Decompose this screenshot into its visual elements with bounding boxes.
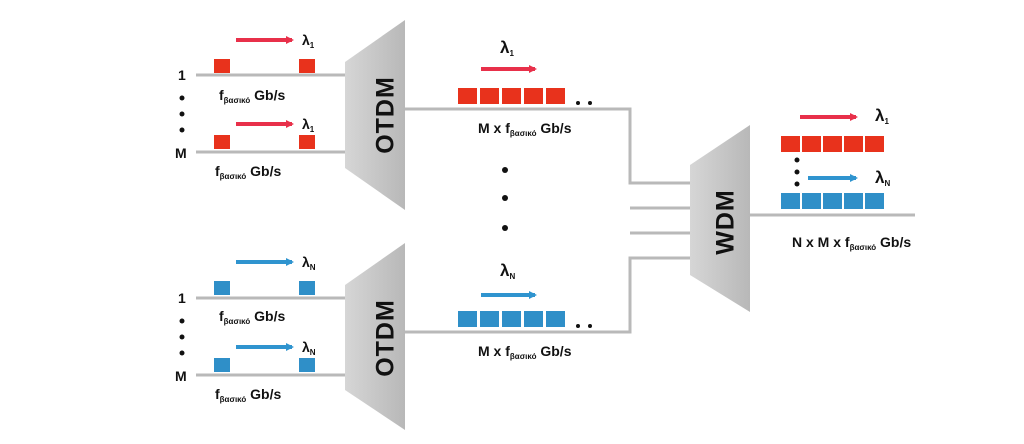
pulse (458, 88, 477, 104)
otdm-top-group: λ1 λ1 1 M fβασικό Gb/s fβασικό Gb/s OTDM… (175, 20, 692, 210)
ellipsis-dot (502, 225, 508, 231)
pulse (214, 135, 230, 149)
pulse (865, 136, 884, 152)
pulse (214, 358, 230, 372)
pulse (865, 193, 884, 209)
ellipsis-dot (179, 127, 185, 133)
lambda-label: λN (500, 261, 515, 281)
ellipsis-dot (576, 324, 580, 328)
input-index-first: 1 (178, 290, 186, 306)
otdm-label: OTDM (372, 299, 400, 377)
pulse (802, 136, 821, 152)
lambda-label: λ1 (875, 106, 889, 126)
otdm-multiplexer (345, 243, 405, 430)
pulse (502, 311, 521, 327)
ellipsis-dot (179, 318, 185, 324)
pulse (546, 88, 565, 104)
wdm-group: WDM λ1 λN N x M x fβασικό Gb/s (630, 106, 915, 312)
pulse (524, 311, 543, 327)
pulse (480, 311, 499, 327)
pulse (458, 311, 477, 327)
wdm-label: WDM (712, 189, 740, 254)
pulse (214, 59, 230, 73)
rate-label: fβασικό Gb/s (215, 163, 281, 181)
input-index-first: 1 (178, 67, 186, 83)
otdm-label: OTDM (372, 76, 400, 154)
wdm-multiplexer (690, 125, 750, 312)
pulse (781, 193, 800, 209)
ellipsis-dot (179, 334, 185, 340)
pulse (299, 358, 315, 372)
ellipsis-dot (179, 111, 185, 117)
ellipsis-dot (576, 101, 580, 105)
ellipsis-dot (588, 324, 592, 328)
lambda-label: λN (302, 339, 316, 357)
ellipsis-dot (502, 167, 508, 173)
rate-label: fβασικό Gb/s (215, 386, 281, 404)
lambda-label: λN (302, 254, 316, 272)
pulse (546, 311, 565, 327)
output-rate-label: N x M x fβασικό Gb/s (792, 234, 911, 252)
lambda-label: λ1 (302, 32, 315, 50)
pulse (802, 193, 821, 209)
output-rate-label: M x fβασικό Gb/s (478, 120, 572, 138)
pulse (299, 135, 315, 149)
pulse (844, 136, 863, 152)
rate-label: fβασικό Gb/s (219, 87, 285, 105)
input-index-last: M (175, 145, 187, 161)
ellipsis-dot (502, 195, 508, 201)
lambda-label: λ1 (500, 38, 514, 58)
input-index-last: M (175, 368, 187, 384)
ellipsis-dot (794, 181, 800, 187)
pulse (299, 281, 315, 295)
otdm-multiplexer (345, 20, 405, 210)
ellipsis-dot (179, 95, 185, 101)
pulse (823, 136, 842, 152)
pulse (823, 193, 842, 209)
pulse (781, 136, 800, 152)
otdm-output-line (405, 256, 692, 334)
pulse (480, 88, 499, 104)
pulse (844, 193, 863, 209)
pulse (299, 59, 315, 73)
rate-label: fβασικό Gb/s (219, 308, 285, 326)
lambda-label: λN (875, 168, 890, 188)
ellipsis-dot (794, 157, 800, 163)
output-rate-label: M x fβασικό Gb/s (478, 343, 572, 361)
pulse (214, 281, 230, 295)
otdm-bottom-group: λN λN 1 M fβασικό Gb/s fβασικό Gb/s OTDM… (175, 243, 692, 430)
lambda-label: λ1 (302, 116, 315, 134)
pulse (502, 88, 521, 104)
ellipsis-dot (794, 169, 800, 175)
ellipsis-dot (588, 101, 592, 105)
ellipsis-dot (179, 350, 185, 356)
otdm-output-line (405, 107, 692, 185)
pulse (524, 88, 543, 104)
